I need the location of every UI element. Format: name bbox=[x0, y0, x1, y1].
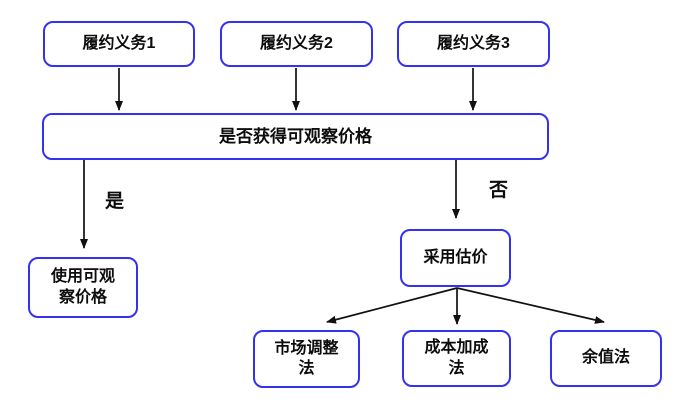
node-use-observable-price: 使用可观 察价格 bbox=[28, 257, 138, 318]
node-market-adjustment-method: 市场调整 法 bbox=[253, 330, 360, 388]
node-performance-obligation-3: 履约义务3 bbox=[397, 21, 550, 67]
node-residual-value-method: 余值法 bbox=[550, 330, 662, 387]
edge-label-yes: 是 bbox=[105, 191, 125, 212]
node-observable-price-question: 是否获得可观察价格 bbox=[42, 113, 549, 160]
arrow-valuation-to-residual bbox=[456, 287, 605, 324]
node-performance-obligation-2: 履约义务2 bbox=[220, 21, 373, 67]
node-performance-obligation-1: 履约义务1 bbox=[43, 21, 195, 67]
arrow-valuation-to-market bbox=[326, 287, 458, 324]
node-use-valuation: 采用估价 bbox=[400, 229, 511, 287]
node-cost-plus-method: 成本加成 法 bbox=[402, 330, 511, 387]
edge-label-no: 否 bbox=[489, 180, 509, 201]
